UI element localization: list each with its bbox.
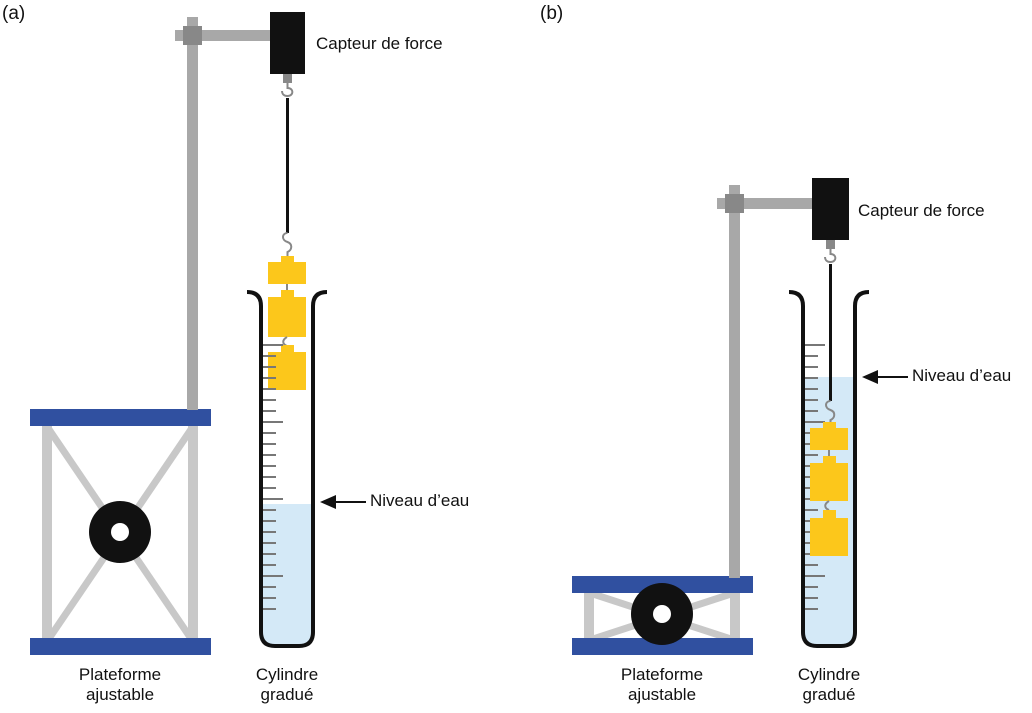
panel-a-letter: (a) [2,3,26,24]
cylinder-label-b: Cylindre gradué [774,665,884,705]
panel-a [30,12,366,655]
weights-a [268,256,306,390]
water-level-arrow-b [862,370,908,384]
platform-bottom-plate-b [572,638,753,655]
panel-b [572,178,908,655]
graduated-cylinder-b [788,264,870,648]
platform-label-a: Plateforme ajustable [40,665,200,705]
weight-a-2 [268,297,306,337]
scale-ticks-b [804,344,825,610]
stand-b [717,185,817,578]
cylinder-label-a: Cylindre gradué [232,665,342,705]
platform-label-a-line2: ajustable [85,685,155,704]
water-level-label-b: Niveau d’eau [912,366,1012,385]
weight-a-1 [268,262,306,284]
platform-label-b: Plateforme ajustable [582,665,742,705]
cylinder-label-a-line2: gradué [260,685,314,704]
force-sensor-a [270,12,305,74]
force-sensor-label-a: Capteur de force [316,34,443,53]
hook-b-top [824,249,837,264]
water-level-arrow-a [320,495,366,509]
weight-a-3 [268,352,306,390]
platform-top-plate-a [30,409,211,426]
adjustable-platform-a [30,409,211,655]
panel-b-letter: (b) [540,3,564,24]
weight-b-1 [810,428,848,450]
water-level-label-a: Niveau d’eau [370,491,470,510]
stand-a [175,17,275,410]
weight-b-3 [810,518,848,556]
force-sensor-label-b: Capteur de force [858,201,985,220]
platform-label-b-line2: ajustable [627,685,697,704]
adjustable-platform-b [572,576,753,655]
cylinder-wall-a [246,290,328,648]
graduated-cylinder-a [246,290,328,648]
weights-b [810,422,848,556]
weight-b-2 [810,463,848,501]
platform-bottom-plate-a [30,638,211,655]
hook-a-top [281,83,294,98]
cylinder-label-b-line1: Cylindre [797,665,861,684]
platform-label-a-line1: Plateforme [78,665,162,684]
force-sensor-b [812,178,849,240]
cylinder-label-b-line2: gradué [802,685,856,704]
water-a [262,504,312,645]
cylinder-label-a-line1: Cylindre [255,665,319,684]
platform-label-b-line1: Plateforme [620,665,704,684]
cylinder-wall-b [788,290,870,648]
scale-ticks-a [262,344,283,610]
